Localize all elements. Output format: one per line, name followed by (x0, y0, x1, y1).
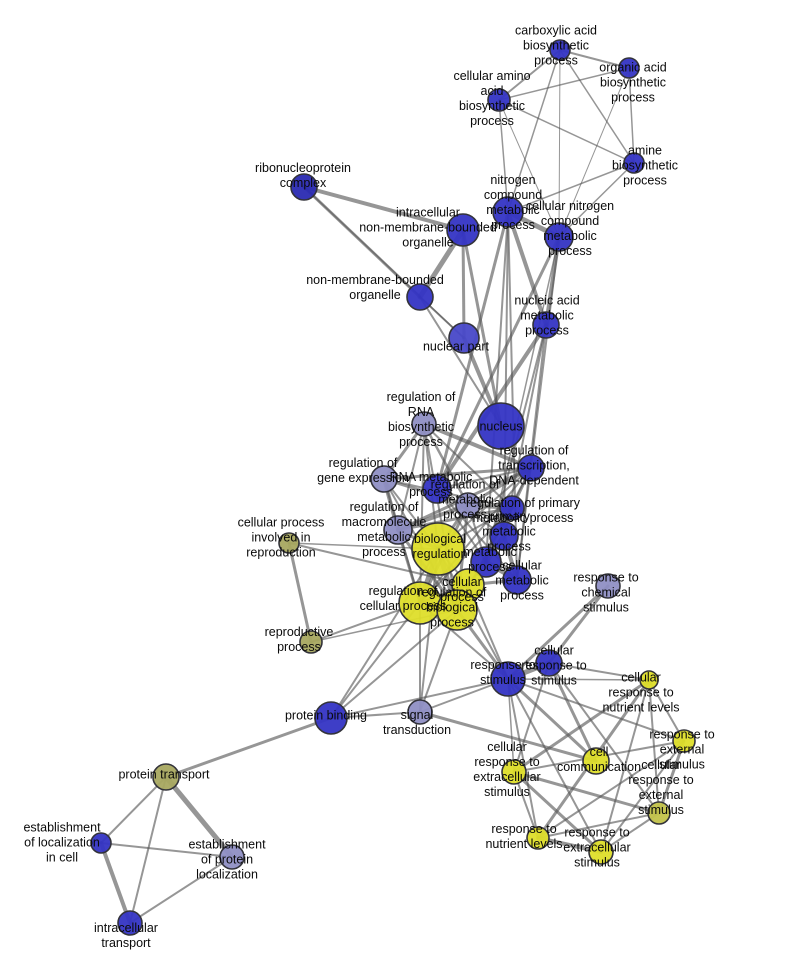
graph-edge (558, 49, 561, 238)
graph-edge (512, 678, 651, 774)
graph-node-carboxylic[interactable] (549, 39, 571, 61)
graph-node-cpir[interactable] (278, 532, 300, 554)
graph-node-resp_chemical[interactable] (595, 573, 621, 599)
graph-edge (558, 162, 635, 238)
graph-node-primary_metabolic[interactable] (489, 521, 519, 551)
graph-node-cell_communication[interactable] (582, 747, 610, 775)
graph-node-intracellular_transport[interactable] (117, 910, 143, 936)
graph-edge (302, 185, 422, 299)
graph-edge (507, 49, 561, 213)
graph-node-resp_external[interactable] (672, 729, 696, 753)
graph-node-protein_binding[interactable] (314, 701, 348, 735)
graph-node-resp_stimulus[interactable] (490, 661, 526, 697)
graph-edge (516, 324, 547, 581)
graph-edge (506, 677, 598, 763)
graph-node-cellular_nitrogen[interactable] (544, 222, 574, 252)
graph-node-cellular_resp_stimulus[interactable] (535, 649, 563, 677)
graph-edge (287, 541, 313, 644)
graph-node-metabolic_process[interactable] (470, 546, 502, 578)
graph-edge (547, 661, 598, 763)
graph-edge (548, 662, 650, 681)
graph-edge (503, 211, 509, 537)
graph-edge (100, 842, 233, 858)
graph-edge (600, 740, 685, 853)
graph-edge (330, 609, 458, 719)
graph-node-cellular_amino[interactable] (487, 88, 511, 112)
graph-node-amine[interactable] (623, 152, 645, 174)
graph-edge (163, 774, 235, 860)
graph-edge (547, 584, 610, 665)
node-layer (90, 39, 696, 936)
graph-edge (498, 99, 509, 213)
graph-edge (648, 679, 660, 814)
graph-node-est_loc_in_cell[interactable] (90, 832, 112, 854)
graph-node-nucleus[interactable] (477, 402, 525, 450)
graph-edge (330, 548, 439, 719)
graph-edge (512, 770, 661, 815)
graph-edge (507, 678, 685, 742)
graph-edge (397, 423, 425, 531)
graph-edge (330, 602, 421, 719)
graph-edge (303, 186, 465, 339)
graph-edge (516, 236, 560, 581)
graph-node-reg_primary[interactable] (499, 495, 525, 521)
graph-node-biological_regulation[interactable] (411, 522, 465, 576)
graph-edge (507, 678, 539, 839)
graph-node-rna_metabolic[interactable] (422, 474, 452, 504)
graph-edge (419, 423, 425, 604)
graph-node-signal_transduction[interactable] (407, 699, 433, 725)
graph-node-non_membrane_org[interactable] (406, 283, 434, 311)
graph-edge (129, 856, 233, 924)
graph-edge (382, 466, 533, 481)
graph-node-reproductive_process[interactable] (299, 630, 323, 654)
graph-edge (164, 716, 333, 779)
graph-edge (129, 776, 167, 924)
graph-node-reg_transcription[interactable] (517, 454, 545, 482)
graph-node-organic_acid[interactable] (618, 57, 640, 79)
graph-node-reg_metabolic[interactable] (455, 492, 481, 518)
graph-node-cellular_resp_external[interactable] (647, 801, 671, 825)
graph-node-reg_macromolecule[interactable] (383, 515, 413, 545)
graph-edge (418, 710, 598, 763)
graph-node-reg_gene_expr[interactable] (370, 465, 398, 493)
graph-node-reg_rna_biosyn[interactable] (411, 411, 437, 437)
graph-edge (100, 776, 167, 844)
graph-edge (558, 67, 630, 238)
graph-node-cellular_resp_nutrient[interactable] (639, 670, 659, 690)
graph-node-resp_extracellular[interactable] (588, 839, 614, 865)
graph-edge (628, 67, 635, 164)
graph-edge (435, 235, 561, 491)
graph-node-nucleic_acid[interactable] (532, 311, 560, 339)
graph-edge (498, 67, 630, 101)
graph-edge (537, 812, 660, 839)
graph-node-est_protein_loc[interactable] (219, 844, 245, 870)
graph-node-nitrogen_compound[interactable] (492, 196, 524, 228)
graph-edge (498, 49, 561, 101)
graph-node-cellular_resp_extracellular[interactable] (501, 759, 527, 785)
graph-edge (506, 210, 548, 327)
graph-node-protein_transport[interactable] (152, 763, 180, 791)
graph-edge (507, 678, 650, 681)
graph-node-intracellular_nmbo[interactable] (446, 213, 480, 247)
graph-node-cellular_metabolic[interactable] (502, 565, 532, 595)
graph-node-reg_cellular[interactable] (398, 581, 442, 625)
graph-edge (507, 162, 635, 213)
graph-node-nuclear_part[interactable] (448, 322, 480, 354)
graph-node-reg_biological[interactable] (436, 589, 478, 631)
graph-node-ribonucleoprotein[interactable] (290, 173, 318, 201)
graph-edge (302, 185, 465, 232)
graph-node-resp_nutrient[interactable] (526, 826, 550, 850)
graph-edge (498, 99, 635, 164)
